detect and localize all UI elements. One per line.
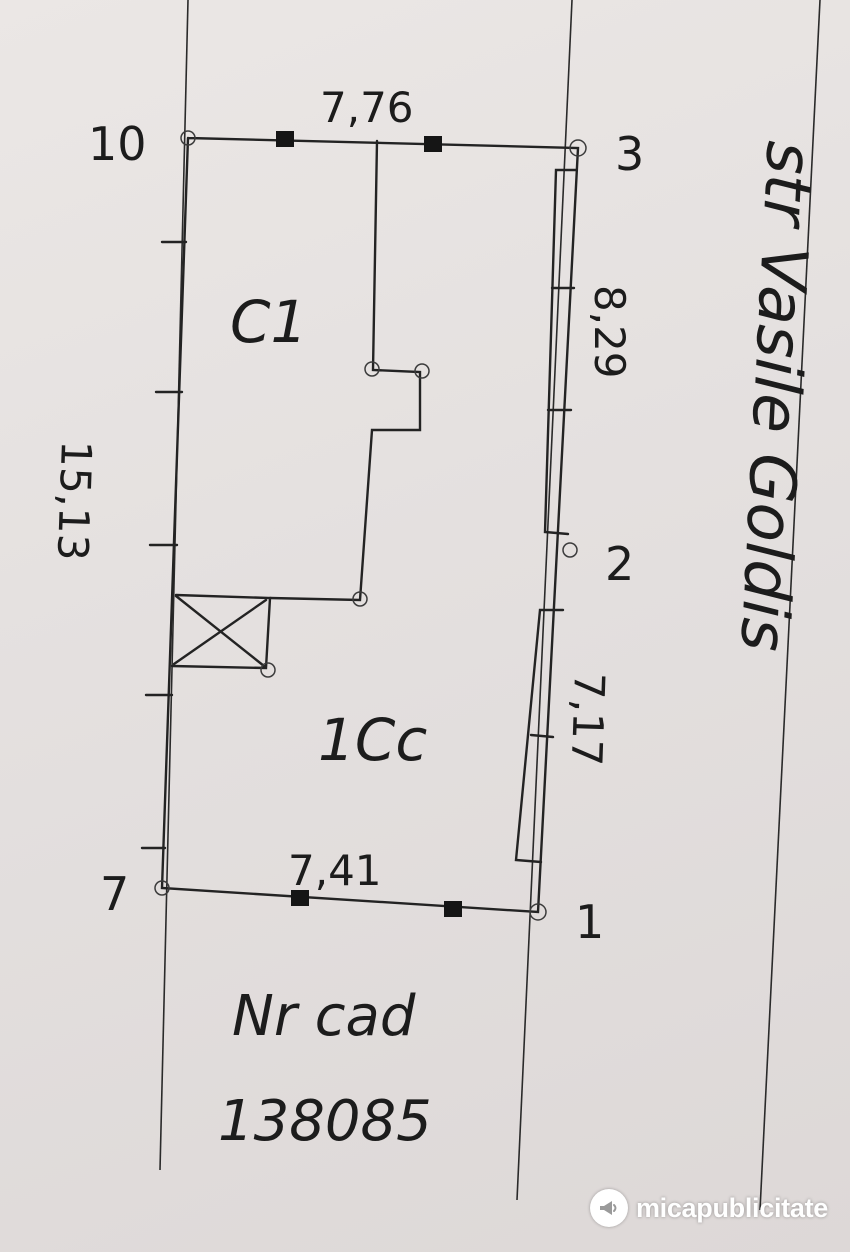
vertex-label-2: 2 [605, 537, 634, 591]
street-name-label: str Vasile Goldis [725, 139, 826, 653]
dimension-right-lower: 7,17 [562, 672, 614, 767]
dimension-right-upper: 8,29 [585, 285, 634, 379]
watermark: micapublicitate [589, 1186, 828, 1230]
frontage-lower [514, 608, 565, 864]
parcel-outline [160, 136, 580, 914]
dimension-markers [276, 131, 462, 917]
building-c1-outline [268, 139, 422, 602]
room-label-1cc: 1Cc [318, 706, 427, 774]
vertex-label-3: 3 [615, 127, 644, 181]
vertex-markers [154, 130, 587, 921]
frontage-upper [543, 168, 578, 536]
right-boundary-line [516, 0, 573, 1201]
street-edge-line [759, 0, 821, 1211]
vertex-label-10: 10 [88, 117, 147, 171]
crossed-box [170, 593, 272, 670]
vertex-label-7: 7 [100, 867, 129, 921]
left-boundary-line [159, 0, 189, 1171]
dimension-left: 15,13 [48, 440, 101, 562]
cadastral-label: Nr cad [232, 984, 416, 1049]
megaphone-icon [589, 1189, 628, 1227]
vertex-label-1: 1 [575, 895, 604, 949]
dimension-bottom: 7,41 [288, 846, 382, 895]
watermark-text: micapublicitate [635, 1192, 828, 1223]
cadastral-number: 138085 [218, 1089, 432, 1154]
dimension-top: 7,76 [320, 83, 414, 132]
room-label-c1: C1 [230, 288, 307, 356]
left-ticks [140, 240, 188, 850]
